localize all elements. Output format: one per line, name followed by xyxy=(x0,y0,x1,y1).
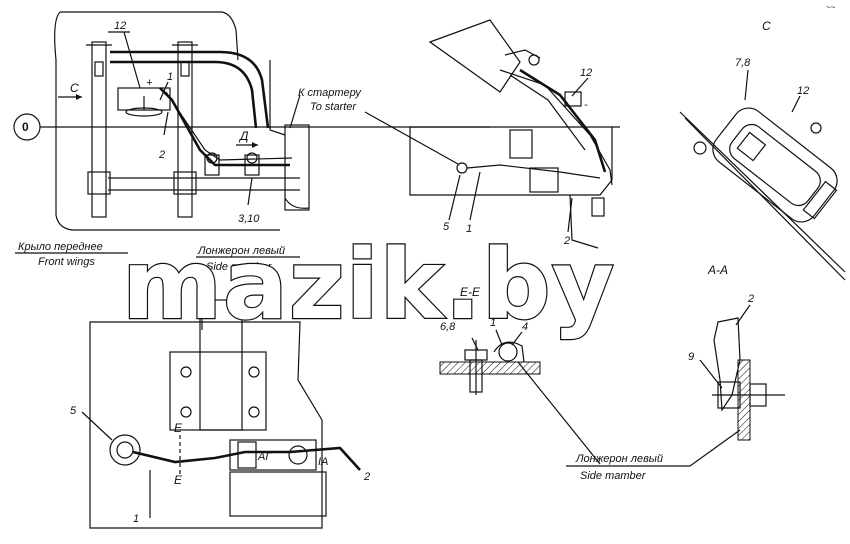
frame-outline-top xyxy=(60,11,239,61)
label-2-top: 2 xyxy=(158,149,165,161)
label-4-ee: 4 xyxy=(522,321,528,333)
label-at: АГ xyxy=(257,451,272,463)
label-5-mid: 5 xyxy=(443,221,450,233)
battery-clamp-inner xyxy=(729,123,821,207)
junction-block xyxy=(509,129,533,159)
label-plus: + xyxy=(146,77,153,89)
label-1-mid: 1 xyxy=(466,223,472,235)
label-12-c: 12 xyxy=(797,85,809,97)
starter-housing xyxy=(229,471,327,517)
clamp-left xyxy=(87,171,111,195)
label-2-d: 2 xyxy=(363,471,370,483)
starter-flange xyxy=(284,124,310,211)
label-view-d-title: Д xyxy=(168,285,179,299)
cable-3 xyxy=(132,446,361,471)
label-12-right: 12 xyxy=(580,67,592,79)
clamp-right xyxy=(173,171,197,195)
label-6-8: 6,8 xyxy=(440,321,456,333)
section-aa-bracket xyxy=(713,317,741,412)
label-front-wings-ru: Крыло переднее xyxy=(18,241,103,253)
section-ee xyxy=(439,329,741,467)
label-side-member2-ru: Лонжерон левый xyxy=(575,453,663,465)
side-member-body xyxy=(409,127,613,196)
label-to-starter-en: To starter xyxy=(310,101,357,113)
label-side-member-en: Side member xyxy=(206,261,273,273)
view-c-plate xyxy=(679,111,846,273)
label-to-starter-ru: К стартеру xyxy=(298,87,362,99)
label-view-d-arrow: Д xyxy=(238,129,249,143)
label-12-top: 12 xyxy=(114,20,126,32)
frame-outline-right xyxy=(269,60,286,136)
watermark-text: mazik.by xyxy=(122,229,615,341)
cable-2 xyxy=(519,68,607,173)
grommet xyxy=(456,162,468,174)
grommet-ring xyxy=(109,434,141,466)
label-ee-top: Е xyxy=(174,421,183,435)
cab-bracket xyxy=(428,19,521,93)
label-9-aa: 9 xyxy=(688,351,694,363)
section-aa xyxy=(699,304,785,441)
label-1-d: 1 xyxy=(133,513,139,525)
label-ia: IA xyxy=(318,456,328,468)
battery-clamp-outer xyxy=(712,107,838,223)
frame-outline-left xyxy=(54,11,280,231)
section-ee-clip xyxy=(498,342,518,362)
bracket-right xyxy=(177,41,193,218)
label-2-mid: 2 xyxy=(563,235,570,247)
bracket-left xyxy=(91,41,107,218)
section-ee-plate xyxy=(439,361,541,375)
label-section-ee: Е-Е xyxy=(460,285,481,299)
label-side-member-ru: Лонжерон левый xyxy=(197,245,285,257)
view-c xyxy=(679,69,846,281)
label-2-aa: 2 xyxy=(747,293,754,305)
label-ee-bottom: Е xyxy=(174,473,183,487)
label-7-8: 7,8 xyxy=(735,57,751,69)
label-3-10: 3,10 xyxy=(238,213,260,225)
label-side-member2-en: Side mamber xyxy=(580,470,647,482)
label-1-top: 1 xyxy=(167,71,173,83)
label-front-wings-en: Front wings xyxy=(38,256,95,268)
label-view-c-title: С xyxy=(762,19,771,33)
tube-upper xyxy=(110,50,270,129)
circle-zero-marker xyxy=(13,113,41,141)
corner-mark: ~~ xyxy=(826,3,836,12)
top-middle-view xyxy=(364,19,620,249)
tube-upper-inner xyxy=(110,60,258,129)
label-section-aa: А-А xyxy=(707,263,728,277)
label-minus: - xyxy=(584,99,588,111)
view-d xyxy=(81,299,361,529)
label-zero: 0 xyxy=(22,120,29,134)
label-1-ee: 1 xyxy=(490,317,496,329)
label-5-d: 5 xyxy=(70,405,77,417)
view-d-plate xyxy=(89,321,323,529)
view-d-bracket xyxy=(169,351,267,431)
label-view-c-arrow: C xyxy=(70,81,79,95)
top-left-view xyxy=(13,11,490,231)
